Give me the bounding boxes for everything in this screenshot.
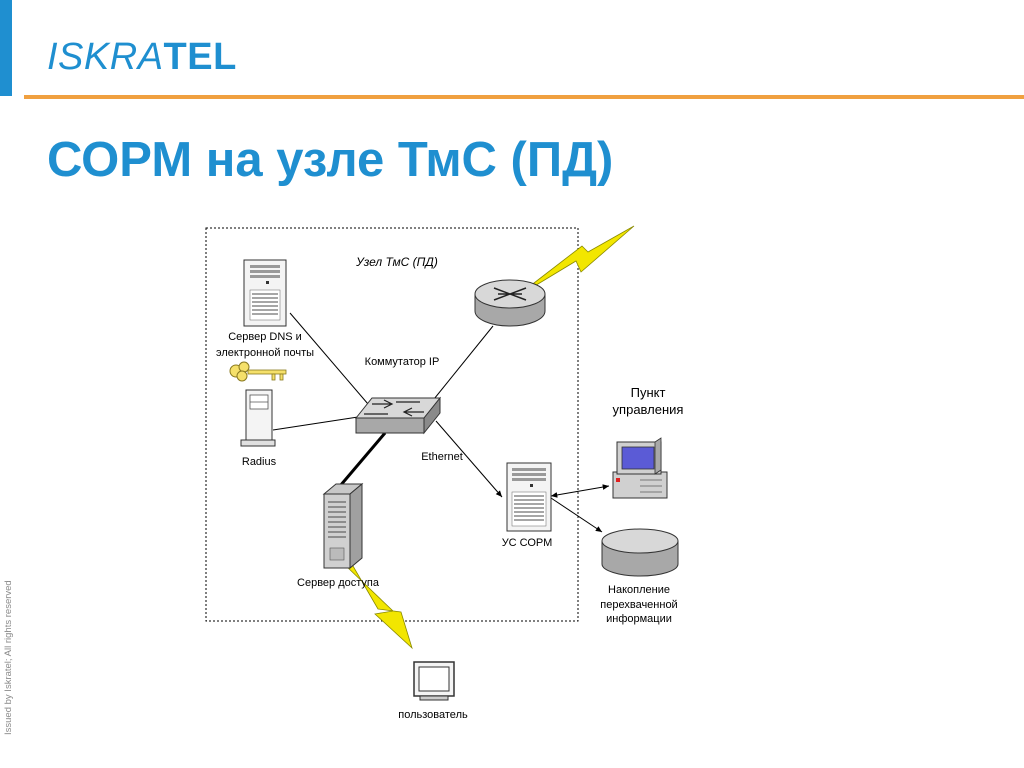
lightning-user-icon [345,565,413,650]
radius-server-icon [240,389,276,447]
access-server-label: Сервер доступа [297,577,380,589]
user-monitor-icon [413,661,455,701]
access-server-icon [322,482,364,570]
control-point-label-line1: Пункт [631,385,666,400]
key-icon [229,361,287,382]
link-access-switch [338,432,387,487]
storage-label-line2: перехваченной [600,599,677,611]
link-switch-sorm [435,420,503,498]
sorm-device-icon [506,462,552,532]
router-icon [474,279,546,327]
storage-label-line3: информации [606,613,672,625]
link-router-switch [429,325,494,405]
header-divider [24,95,1024,99]
link-radius-switch [272,416,359,431]
control-point-pc-icon [612,437,668,499]
dns-mail-server-icon [243,259,287,327]
page-title: СОРМ на узле ТмС (ПД) [47,133,614,187]
ip-switch-label: Коммутатор IP [365,356,440,368]
link-sorm-control [550,484,610,498]
logo-text-iskra: ISKRA [47,36,164,78]
logo-text-tel: TEL [163,36,237,78]
ethernet-label: Ethernet [421,451,463,463]
link-sorm-storage [550,497,603,533]
link-dns-switch [289,312,369,405]
dns-server-label-line2: электронной почты [216,347,314,359]
accent-bar [0,0,12,96]
sorm-device-label: УС СОРМ [502,537,553,549]
iskratel-logo: ISKRATEL [47,38,237,76]
control-point-label-line2: управления [613,402,684,417]
radius-label: Radius [242,456,277,468]
dns-server-label-line1: Сервер DNS и [228,331,302,343]
user-label: пользователь [398,709,468,721]
storage-label-line1: Накопление [608,584,670,596]
ip-switch-icon [354,396,442,435]
storage-cylinder-icon [601,528,679,577]
connections [272,312,610,533]
node-label: Узел ТмС (ПД) [355,255,438,269]
node-boundary [205,227,579,622]
